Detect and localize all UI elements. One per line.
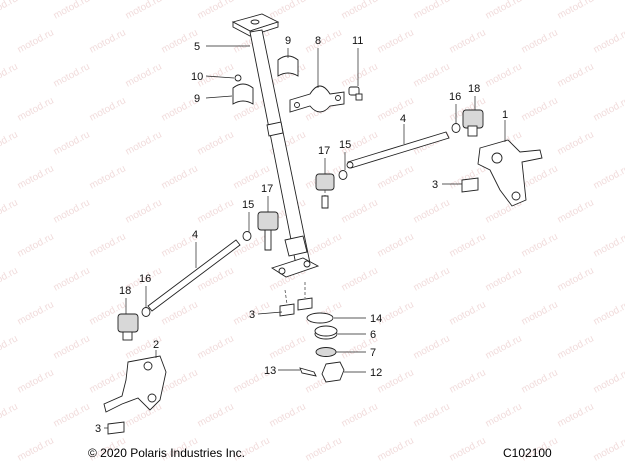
- washer-16-right: [451, 123, 461, 133]
- callout-3-right: 3: [432, 179, 438, 191]
- cotter-pin-13: [299, 367, 317, 377]
- callout-17-lower: 17: [261, 183, 273, 195]
- tie-rod-left: [147, 239, 241, 312]
- callout-16-right: 16: [449, 91, 461, 103]
- callout-11: 11: [352, 35, 363, 47]
- callout-2: 2: [153, 339, 159, 351]
- seal-7: [315, 347, 337, 357]
- callout-3-center: 3: [249, 309, 255, 321]
- callout-8: 8: [315, 35, 321, 47]
- callout-15-lower: 15: [242, 199, 254, 211]
- callout-9-lower: 9: [194, 93, 200, 105]
- spindle-right: [477, 139, 543, 207]
- spindle-left: [103, 355, 167, 413]
- diagram-code: C102100: [503, 446, 552, 460]
- callout-4-left: 4: [192, 229, 198, 241]
- callout-3-left: 3: [95, 423, 101, 435]
- nut-3-right: [461, 177, 479, 193]
- nut-10: [234, 74, 242, 82]
- callout-12: 12: [370, 367, 382, 379]
- callout-16-left: 16: [139, 273, 151, 285]
- castle-nut-12: [321, 361, 345, 383]
- nut-3-center: [279, 282, 313, 317]
- callout-1: 1: [502, 109, 508, 121]
- washer-16-left: [141, 307, 151, 317]
- ball-joint-18-left: [117, 313, 139, 341]
- callout-7: 7: [370, 347, 376, 359]
- washer-15-right: [338, 170, 348, 180]
- leader-lines: [104, 45, 506, 429]
- retaining-ring-14: [306, 312, 334, 324]
- callout-15-upper: 15: [339, 139, 351, 151]
- ball-joint-17-lower: [257, 211, 279, 251]
- steering-clamp: [289, 85, 345, 113]
- bolt-11: [348, 86, 363, 101]
- callout-6: 6: [370, 329, 376, 341]
- nut-3-left: [107, 421, 125, 435]
- bearing-6: [314, 325, 338, 340]
- callout-5: 5: [194, 41, 200, 53]
- callout-9-upper: 9: [285, 35, 291, 47]
- ball-joint-17-upper: [315, 173, 335, 210]
- steering-post: [231, 13, 320, 278]
- callouts: 5 9 8 11 10 9 4 18 16 1 17 15 3 17 15 4 …: [95, 35, 508, 435]
- callout-10: 10: [191, 71, 203, 83]
- bushing-half-upper: [277, 55, 299, 77]
- bushing-half-lower: [232, 83, 254, 105]
- callout-17-upper: 17: [318, 145, 330, 157]
- callout-13: 13: [264, 365, 276, 377]
- callout-18-left: 18: [119, 285, 131, 297]
- washer-15-left: [242, 231, 252, 241]
- copyright-text: © 2020 Polaris Industries Inc.: [88, 446, 245, 460]
- callout-18-right: 18: [468, 83, 480, 95]
- ball-joint-18-right: [462, 109, 484, 137]
- callout-14: 14: [370, 313, 382, 325]
- callout-4-right: 4: [400, 113, 406, 125]
- tie-rod-right: [346, 131, 450, 169]
